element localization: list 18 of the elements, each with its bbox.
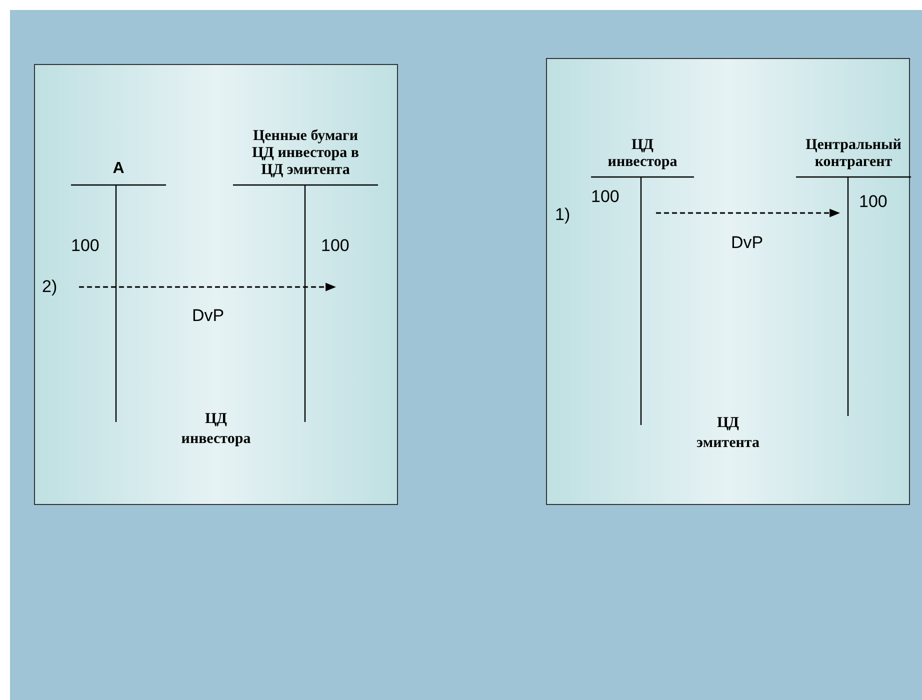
panel-caption: ЦД эмитента (696, 414, 760, 453)
amount: 100 (591, 187, 620, 207)
arrow (656, 208, 840, 218)
edge-label: DvP (731, 233, 764, 253)
step-number: 1) (555, 205, 570, 225)
panel (34, 64, 398, 505)
panel-caption: ЦД инвестора (180, 410, 252, 449)
account-heading: Центральный контрагент (804, 137, 902, 171)
edge-label: DvP (192, 306, 224, 326)
amount: 100 (71, 236, 100, 256)
arrow (79, 282, 336, 292)
step-number: 2) (42, 277, 58, 297)
account-heading: ЦД инвестора (606, 137, 678, 171)
account-heading: Ценные бумаги ЦД инвестора в ЦД эмитента (251, 128, 360, 179)
amount: 100 (321, 236, 350, 256)
account-heading: А (112, 160, 126, 178)
panel (546, 58, 910, 505)
amount: 100 (859, 192, 888, 212)
